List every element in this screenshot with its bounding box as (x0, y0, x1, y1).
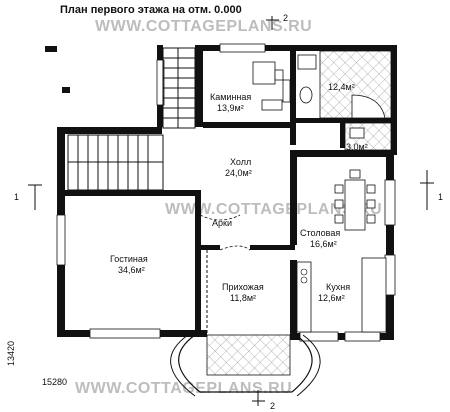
svg-text:2: 2 (270, 401, 275, 411)
bathroom-tiles (297, 50, 392, 151)
watermark-top: WWW.COTTAGEPLANS.RU (95, 18, 312, 35)
watermark-middle: WWW.COTTAGEPLANS.RU (165, 201, 382, 218)
plan-title: План первого этажа на отм. 0.000 (60, 4, 242, 16)
svg-text:13,9м²: 13,9м² (217, 103, 244, 113)
room-kaminnaya: Каминная 13,9м² (210, 92, 251, 113)
svg-text:Каминная: Каминная (210, 92, 251, 102)
room-stolovaya: Столовая 16,6м² (300, 228, 340, 249)
room-bath-small: 3,0м² (346, 142, 368, 152)
arches-label: Арки (212, 218, 232, 228)
section-mark-left: 1 (14, 184, 42, 210)
svg-text:12,6м²: 12,6м² (318, 293, 345, 303)
windows (56, 43, 396, 342)
svg-text:16,6м²: 16,6м² (310, 239, 337, 249)
svg-text:1: 1 (14, 192, 19, 202)
svg-text:Столовая: Столовая (300, 228, 340, 238)
kitchen-counters (296, 257, 387, 333)
arches (199, 214, 251, 251)
dimension-width: 15280 (42, 377, 67, 387)
room-bath-large: 12,4м² (328, 82, 355, 92)
room-gostinaya: Гостиная 34,6м² (110, 254, 148, 275)
dining-table (334, 169, 376, 231)
watermark-bottom: WWW.COTTAGEPLANS.RU (75, 380, 292, 397)
svg-text:Холл: Холл (230, 157, 251, 167)
svg-text:1: 1 (438, 192, 443, 202)
room-prikhozhaya: Прихожая 11,8м² (222, 282, 264, 303)
section-mark-top: 2 (266, 13, 288, 30)
room-holl: Холл 24,0м² (225, 157, 252, 178)
svg-text:Гостиная: Гостиная (110, 254, 148, 264)
svg-text:34,6м²: 34,6м² (118, 265, 145, 275)
entry-porch (170, 250, 321, 397)
svg-text:2: 2 (283, 13, 288, 23)
svg-text:Прихожая: Прихожая (222, 282, 264, 292)
stairs-hall (67, 134, 164, 191)
room-kukhnya: Кухня 12,6м² (318, 282, 350, 303)
svg-text:24,0м²: 24,0м² (225, 168, 252, 178)
svg-text:11,8м²: 11,8м² (230, 293, 256, 303)
dimension-height: 13420 (6, 341, 16, 366)
section-mark-right: 1 (420, 170, 443, 210)
fireplace-furniture (252, 61, 291, 111)
stairs-top (162, 47, 196, 129)
svg-text:3,0м²: 3,0м² (346, 142, 368, 152)
svg-text:Кухня: Кухня (326, 282, 350, 292)
section-mark-bottom: 2 (252, 390, 275, 411)
svg-text:12,4м²: 12,4м² (328, 82, 355, 92)
